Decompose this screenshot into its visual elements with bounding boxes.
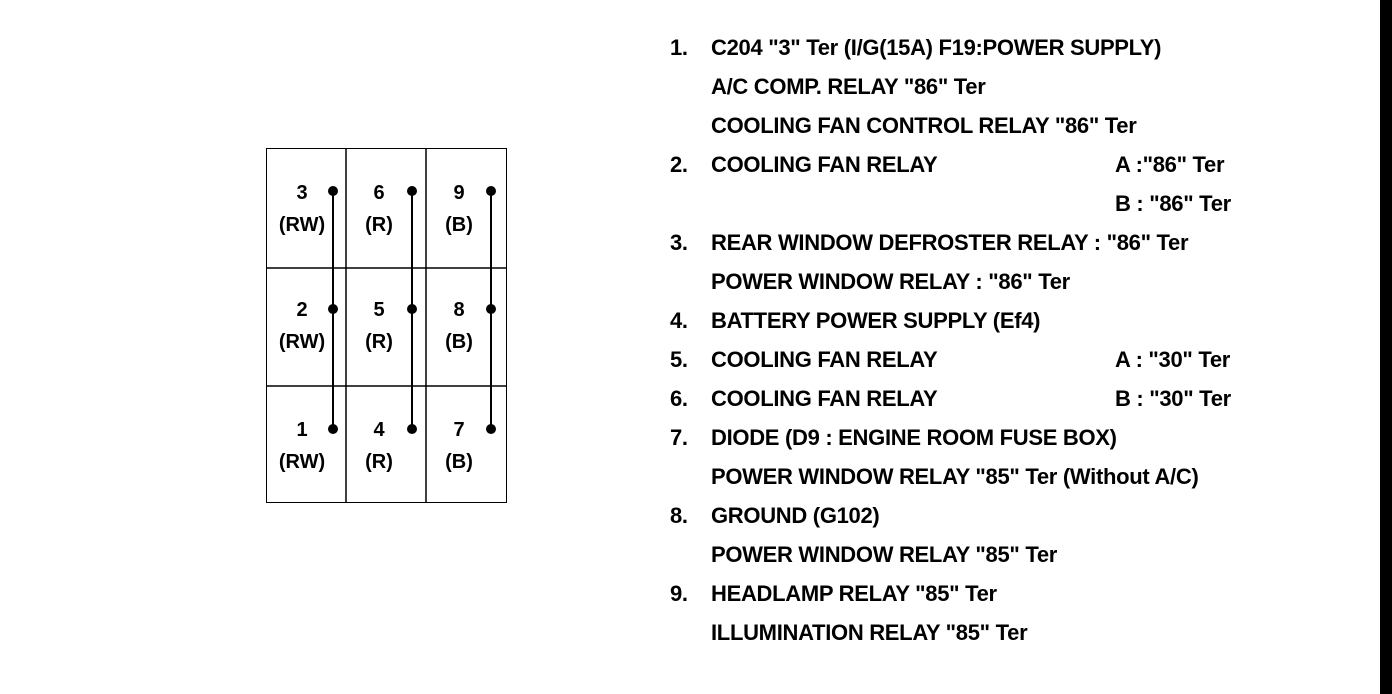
pin-number: 3	[296, 182, 308, 204]
legend-line: POWER WINDOW RELAY : "86" Ter	[670, 262, 1370, 301]
terminal-dot-9	[485, 185, 496, 196]
pin-7: 7 (B)	[419, 414, 499, 478]
legend-number: 6.	[670, 386, 688, 411]
terminal-dot-4	[406, 423, 417, 434]
pin-number: 2	[296, 299, 308, 321]
legend-number: 4.	[670, 308, 688, 333]
terminal-dot-5	[406, 303, 417, 314]
legend-line: 6. COOLING FAN RELAY B : "30" Ter	[670, 379, 1370, 418]
pin-2: 2 (RW)	[262, 294, 342, 358]
pin-number: 5	[373, 299, 385, 321]
right-edge-strip	[1380, 0, 1392, 694]
pin-wire-color: (B)	[445, 331, 473, 353]
legend-item-2: 2. COOLING FAN RELAY A :"86" Ter B : "86…	[670, 145, 1370, 223]
legend-item-6: 6. COOLING FAN RELAY B : "30" Ter	[670, 379, 1370, 418]
legend-text: COOLING FAN RELAY	[711, 347, 938, 372]
legend-number: 1.	[670, 35, 688, 60]
terminal-legend: 1. C204 "3" Ter (I/G(15A) F19:POWER SUPP…	[670, 28, 1370, 652]
pin-wire-color: (R)	[365, 451, 393, 473]
legend-line: ILLUMINATION RELAY "85" Ter	[670, 613, 1370, 652]
legend-terminal: B : "30" Ter	[1115, 386, 1231, 411]
legend-line: 9. HEADLAMP RELAY "85" Ter	[670, 574, 1370, 613]
legend-line: 3. REAR WINDOW DEFROSTER RELAY : "86" Te…	[670, 223, 1370, 262]
pin-wire-color: (R)	[365, 214, 393, 236]
legend-text: DIODE (D9 : ENGINE ROOM FUSE BOX)	[711, 425, 1117, 450]
pin-number: 1	[296, 419, 308, 441]
legend-text: HEADLAMP RELAY "85" Ter	[711, 581, 997, 606]
legend-text: C204 "3" Ter (I/G(15A) F19:POWER SUPPLY)	[711, 35, 1162, 60]
pin-number: 6	[373, 182, 385, 204]
pin-wire-color: (RW)	[278, 214, 326, 236]
pin-3: 3 (RW)	[262, 177, 342, 241]
legend-text: ILLUMINATION RELAY "85" Ter	[711, 620, 1028, 645]
legend-item-7: 7. DIODE (D9 : ENGINE ROOM FUSE BOX) POW…	[670, 418, 1370, 496]
legend-text: COOLING FAN RELAY	[711, 152, 938, 177]
legend-item-4: 4. BATTERY POWER SUPPLY (Ef4)	[670, 301, 1370, 340]
legend-line: B : "86" Ter	[670, 184, 1370, 223]
legend-text: BATTERY POWER SUPPLY (Ef4)	[711, 308, 1041, 333]
terminal-dot-8	[485, 303, 496, 314]
legend-line: 7. DIODE (D9 : ENGINE ROOM FUSE BOX)	[670, 418, 1370, 457]
legend-number: 9.	[670, 581, 688, 606]
pin-1: 1 (RW)	[262, 414, 342, 478]
legend-text: POWER WINDOW RELAY "85" Ter	[711, 542, 1058, 567]
pin-wire-color: (RW)	[278, 331, 326, 353]
pin-number: 4	[373, 419, 385, 441]
legend-line: 2. COOLING FAN RELAY A :"86" Ter	[670, 145, 1370, 184]
pin-wire-color: (RW)	[278, 451, 326, 473]
legend-line: COOLING FAN CONTROL RELAY "86" Ter	[670, 106, 1370, 145]
legend-number: 3.	[670, 230, 688, 255]
pin-9: 9 (B)	[419, 177, 499, 241]
pin-wire-color: (B)	[445, 451, 473, 473]
pin-5: 5 (R)	[339, 294, 419, 358]
legend-line: 8. GROUND (G102)	[670, 496, 1370, 535]
pin-number: 7	[453, 419, 465, 441]
legend-line: POWER WINDOW RELAY "85" Ter	[670, 535, 1370, 574]
connector-diagram: 3 (RW) 6 (R) 9 (B) 2 (RW) 5 (R) 8 (B) 1 …	[265, 147, 507, 503]
legend-text: POWER WINDOW RELAY : "86" Ter	[711, 269, 1070, 294]
pin-4: 4 (R)	[339, 414, 419, 478]
legend-number: 7.	[670, 425, 688, 450]
legend-text: REAR WINDOW DEFROSTER RELAY : "86" Ter	[711, 230, 1189, 255]
legend-text: A/C COMP. RELAY "86" Ter	[711, 74, 986, 99]
legend-item-1: 1. C204 "3" Ter (I/G(15A) F19:POWER SUPP…	[670, 28, 1370, 145]
legend-terminal: A : "30" Ter	[1115, 347, 1231, 372]
terminal-dot-7	[485, 423, 496, 434]
legend-line: 4. BATTERY POWER SUPPLY (Ef4)	[670, 301, 1370, 340]
legend-text: POWER WINDOW RELAY "85" Ter (Without A/C…	[711, 464, 1199, 489]
terminal-dot-1	[327, 423, 338, 434]
legend-terminal: B : "86" Ter	[1115, 191, 1231, 216]
pin-number: 9	[453, 182, 465, 204]
legend-item-3: 3. REAR WINDOW DEFROSTER RELAY : "86" Te…	[670, 223, 1370, 301]
legend-text: GROUND (G102)	[711, 503, 880, 528]
pin-number: 8	[453, 299, 465, 321]
legend-item-8: 8. GROUND (G102) POWER WINDOW RELAY "85"…	[670, 496, 1370, 574]
legend-line: 1. C204 "3" Ter (I/G(15A) F19:POWER SUPP…	[670, 28, 1370, 67]
legend-line: 5. COOLING FAN RELAY A : "30" Ter	[670, 340, 1370, 379]
legend-line: A/C COMP. RELAY "86" Ter	[670, 67, 1370, 106]
pin-wire-color: (B)	[445, 214, 473, 236]
legend-terminal: A :"86" Ter	[1115, 152, 1225, 177]
legend-number: 2.	[670, 152, 688, 177]
legend-line: POWER WINDOW RELAY "85" Ter (Without A/C…	[670, 457, 1370, 496]
legend-item-5: 5. COOLING FAN RELAY A : "30" Ter	[670, 340, 1370, 379]
legend-number: 5.	[670, 347, 688, 372]
pin-6: 6 (R)	[339, 177, 419, 241]
pin-wire-color: (R)	[365, 331, 393, 353]
legend-number: 8.	[670, 503, 688, 528]
terminal-dot-6	[406, 185, 417, 196]
connector-grid	[265, 147, 507, 503]
terminal-dot-3	[327, 185, 338, 196]
pin-8: 8 (B)	[419, 294, 499, 358]
legend-text: COOLING FAN CONTROL RELAY "86" Ter	[711, 113, 1137, 138]
terminal-dot-2	[327, 303, 338, 314]
legend-text: COOLING FAN RELAY	[711, 386, 938, 411]
legend-item-9: 9. HEADLAMP RELAY "85" Ter ILLUMINATION …	[670, 574, 1370, 652]
